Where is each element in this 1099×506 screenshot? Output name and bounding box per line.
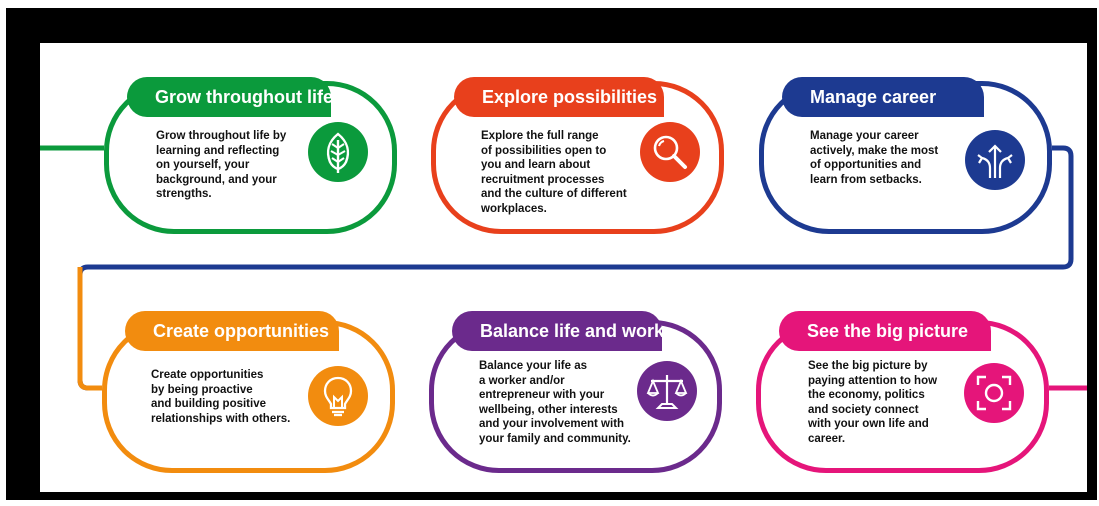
step-description-create: Create opportunities by being proactive … (151, 368, 316, 426)
desc-line: Explore the full range (481, 130, 599, 142)
step-title-balance: Balance life and work (452, 311, 664, 351)
desc-line: paying attention to how (808, 374, 938, 387)
desc-line: and your involvement with (479, 418, 625, 431)
desc-line: learn from setbacks. (810, 173, 922, 186)
desc-line: on yourself, your (156, 159, 250, 172)
desc-line: wellbeing, other interests (479, 403, 618, 416)
step-title-explore: Explore possibilities (454, 77, 664, 117)
desc-line: by being proactive (151, 383, 253, 396)
desc-line: a worker and/or (479, 374, 565, 387)
lightbulb-icon (308, 366, 368, 426)
step-title-manage: Manage career (782, 77, 984, 117)
career-skills-diagram: Grow throughout life Grow throughout lif… (40, 43, 1087, 492)
desc-line: recruitment processes (481, 173, 605, 186)
step-description-manage: Manage your career actively, make the mo… (810, 129, 960, 187)
desc-line: of opportunities and (810, 159, 922, 172)
desc-line: learning and reflecting (156, 144, 280, 157)
desc-line: and the culture of different (481, 188, 627, 201)
desc-line: strengths. (156, 188, 212, 201)
desc-line: and building positive (151, 398, 266, 411)
scales-icon (637, 361, 697, 421)
step-description-grow: Grow throughout life by learning and ref… (156, 129, 326, 202)
desc-line: with your own life and (808, 418, 929, 431)
desc-line: and society connect (808, 403, 919, 416)
leaf-icon (308, 122, 368, 182)
focus-frame-icon (964, 363, 1024, 423)
step-title-create: Create opportunities (125, 311, 339, 351)
step-description-explore: Explore the full range of possibilities … (481, 129, 656, 217)
desc-line: background, and your (156, 173, 277, 186)
connector-lines (40, 145, 1087, 391)
desc-line: Grow throughout life by (156, 130, 287, 142)
image-frame: Grow throughout life Grow throughout lif… (6, 8, 1097, 500)
desc-line: of possibilities open to (481, 144, 607, 157)
desc-line: actively, make the most (810, 144, 939, 157)
desc-line: Balance your life as (479, 360, 588, 372)
magnifier-icon (640, 122, 700, 182)
step-description-balance: Balance your life as a worker and/or ent… (479, 359, 659, 447)
desc-line: career. (808, 432, 846, 445)
split-arrows-icon (965, 130, 1025, 190)
step-title-grow: Grow throughout life (127, 77, 333, 117)
desc-line: Manage your career (810, 130, 919, 142)
desc-line: relationships with others. (151, 412, 291, 425)
desc-line: entrepreneur with your (479, 389, 605, 402)
desc-line: Create opportunities (151, 369, 264, 381)
desc-line: your family and community. (479, 432, 631, 445)
desc-line: workplaces. (481, 202, 547, 215)
step-title-big-picture: See the big picture (779, 311, 991, 351)
connector-left-down (77, 267, 102, 391)
desc-line: you and learn about (481, 159, 591, 172)
desc-line: See the big picture by (808, 360, 928, 372)
desc-line: the economy, politics (808, 389, 925, 402)
step-description-big-picture: See the big picture by paying attention … (808, 359, 973, 447)
